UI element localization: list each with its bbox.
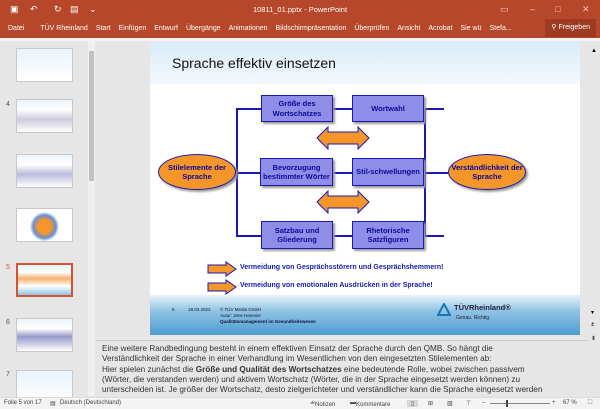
share-button[interactable]: ⚲ Freigeben bbox=[545, 19, 596, 37]
tab-einfuegen[interactable]: Einfügen bbox=[118, 25, 147, 32]
tell-me-search[interactable]: Sie wü bbox=[460, 25, 482, 32]
slide-thumbnail-3[interactable] bbox=[16, 48, 73, 82]
customize-qa-icon[interactable]: ⌄ bbox=[89, 4, 97, 14]
box-stilschwellungen[interactable]: Stil-schwellungen bbox=[352, 158, 424, 186]
spellcheck-icon[interactable]: ▤ bbox=[50, 401, 56, 407]
slideshow-icon[interactable]: ⊤ bbox=[466, 401, 472, 407]
redo-icon[interactable]: ↻ bbox=[54, 4, 62, 14]
tab-entwurf[interactable]: Entwurf bbox=[154, 25, 178, 32]
slide-thumbnail-6[interactable] bbox=[16, 318, 73, 352]
tuv-logo-icon bbox=[437, 303, 451, 316]
tab-animationen[interactable]: Animationen bbox=[228, 25, 268, 32]
notes-pane[interactable]: Eine weitere Randbedingung besteht in ei… bbox=[96, 340, 588, 397]
box-satzbau[interactable]: Satzbau und Gliederung bbox=[261, 221, 333, 249]
ribbon-display-icon[interactable]: ▭ bbox=[500, 4, 509, 14]
zoom-in-icon[interactable]: + bbox=[552, 400, 556, 406]
maximize-icon[interactable]: □ bbox=[555, 4, 561, 14]
ribbon-tabs: Datei TÜV Rheinland Start Einfügen Entwu… bbox=[0, 19, 600, 38]
user-account[interactable]: Stefa... bbox=[489, 25, 512, 32]
ellipse-verstaendlichkeit[interactable]: Verständlichkeit der Sprache bbox=[448, 154, 526, 190]
arrow-right-icon bbox=[207, 279, 237, 295]
save-icon[interactable]: ▣ bbox=[10, 4, 19, 14]
slide-thumbnail-selected[interactable] bbox=[16, 263, 73, 297]
prev-slide-icon[interactable]: ▾ bbox=[591, 310, 595, 316]
tab-tuv[interactable]: TÜV Rheinland bbox=[40, 25, 88, 32]
tab-start[interactable]: Start bbox=[95, 25, 111, 32]
minimize-icon[interactable]: – bbox=[530, 4, 536, 14]
bullet-text-1[interactable]: Vermeidung von Gesprächsstörern und Gesp… bbox=[240, 264, 444, 271]
undo-icon[interactable]: ↶ bbox=[30, 4, 38, 14]
slide-thumbnail-6b[interactable] bbox=[16, 208, 73, 242]
box-bevorzugung[interactable]: Bevorzugung bestimmter Wörter bbox=[260, 158, 333, 186]
close-icon[interactable]: ✕ bbox=[582, 4, 590, 14]
slide-footer: 5 18.03.2022 © TÜV Media GmbH Autor: Jen… bbox=[150, 295, 580, 335]
language-indicator[interactable]: Deutsch (Deutschland) bbox=[60, 400, 122, 406]
zoom-slider-thumb[interactable] bbox=[506, 400, 508, 407]
bullet-text-2[interactable]: Vermeidung von emotionalen Ausdrücken in… bbox=[240, 282, 433, 289]
arrow-right-icon bbox=[207, 261, 237, 277]
notes-button[interactable]: ≐ Notizen bbox=[310, 401, 336, 408]
tab-ansicht[interactable]: Ansicht bbox=[397, 25, 421, 32]
ellipse-stilelemente[interactable]: Stilelemente der Sprache bbox=[158, 154, 236, 190]
tab-acrobat[interactable]: Acrobat bbox=[428, 25, 453, 32]
box-wortschatz[interactable]: Größe des Wortschatzes bbox=[261, 95, 333, 122]
reading-view-icon[interactable]: ▥ bbox=[447, 401, 453, 407]
box-wortwahl[interactable]: Wortwahl bbox=[352, 95, 424, 122]
next-slide-icon[interactable]: ± bbox=[591, 322, 595, 328]
ribbon-collapsed bbox=[0, 38, 600, 41]
thumbnail-scrollbar[interactable] bbox=[88, 41, 95, 396]
person-icon: ⚲ bbox=[551, 24, 559, 31]
title-bar: ▣ ↶ ↻ ▤ ⌄ 10811_01.pptx - PowerPoint ▭ –… bbox=[0, 0, 600, 19]
slide-thumbnail-5b[interactable] bbox=[16, 154, 73, 188]
vertical-scrollbar[interactable]: ▲ ▾ ± ⇟ bbox=[588, 41, 600, 396]
slide-header-band bbox=[150, 42, 580, 84]
zoom-slider[interactable] bbox=[490, 403, 550, 404]
thumbnail-pane: 4 5 6 7 bbox=[0, 41, 96, 404]
slide-sorter-icon[interactable]: ⊞ bbox=[428, 401, 434, 407]
tab-bildschirm[interactable]: Bildschirmpräsentation bbox=[275, 25, 347, 32]
zoom-out-icon[interactable]: – bbox=[482, 400, 486, 406]
status-bar: Folie 5 von 17 ▤ Deutsch (Deutschland) ≐… bbox=[0, 397, 600, 409]
tab-datei[interactable]: Datei bbox=[8, 25, 25, 32]
tab-uebergaenge[interactable]: Übergänge bbox=[185, 25, 221, 32]
box-rhetorische[interactable]: Rhetorische Satzfiguren bbox=[352, 221, 424, 249]
start-presentation-icon[interactable]: ▤ bbox=[70, 4, 79, 14]
double-arrow-icon[interactable] bbox=[316, 190, 370, 214]
zoom-level[interactable]: 67 % bbox=[563, 400, 577, 406]
comments-button[interactable]: ▬ Kommentare bbox=[350, 400, 391, 408]
double-arrow-icon[interactable] bbox=[316, 126, 370, 150]
slide-canvas[interactable]: Sprache effektiv einsetzen Stilelemente … bbox=[150, 42, 580, 335]
fit-to-window-icon[interactable]: ⛶ bbox=[588, 400, 593, 406]
normal-view-icon[interactable]: ▯ bbox=[407, 400, 419, 407]
slide-counter: Folie 5 von 17 bbox=[4, 400, 42, 406]
window-title: 10811_01.pptx - PowerPoint bbox=[252, 5, 348, 14]
tab-ueberpruefen[interactable]: Überprüfen bbox=[354, 25, 390, 32]
slide-title[interactable]: Sprache effektiv einsetzen bbox=[172, 55, 336, 71]
slide-thumbnail-4[interactable] bbox=[16, 99, 73, 133]
